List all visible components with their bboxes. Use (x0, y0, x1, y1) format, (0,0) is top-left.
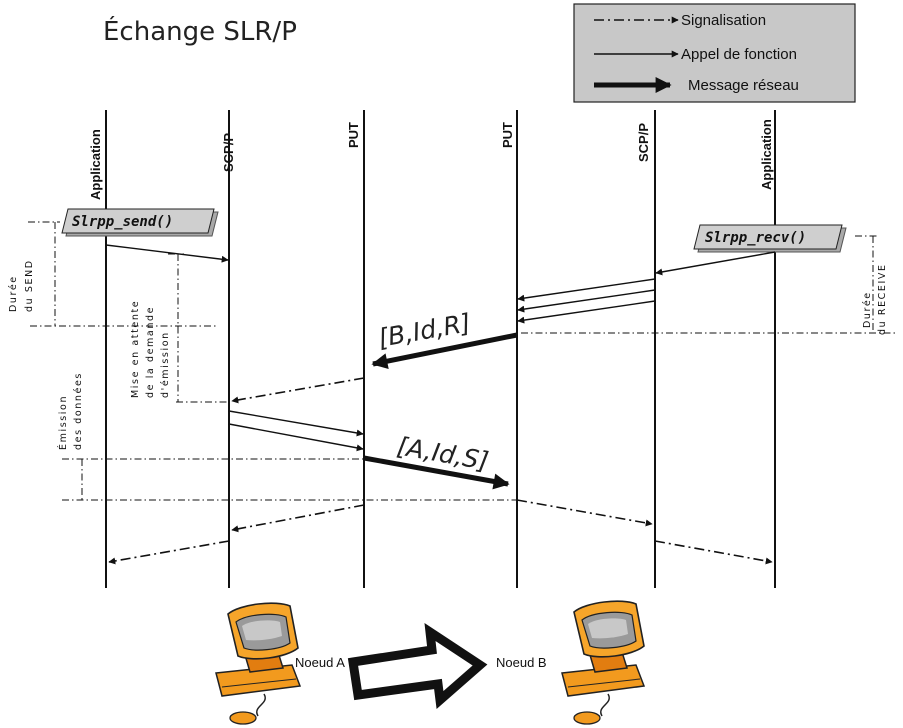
duration-bracket-recv (855, 235, 878, 333)
signal-put-to-scpp-a (231, 377, 365, 404)
computer-icon-node-b (561, 600, 646, 725)
duration-emit-line1: Émission (57, 395, 69, 450)
duration-bracket-wait (168, 253, 184, 402)
scpp-to-put-arrow-2 (228, 423, 364, 452)
duration-wait-line2: de la demande (145, 306, 156, 398)
node-b-label: Noeud B (496, 655, 547, 670)
send-call-arrow (105, 244, 229, 263)
put-call-arrow-1 (517, 278, 656, 302)
node-a-label: Noeud A (295, 655, 345, 670)
lane-label-put-a: PUT (346, 122, 361, 148)
duration-wait-line3: d'émission (160, 331, 171, 398)
send-function-label: Slrpp_send() (72, 214, 173, 230)
recv-function-tag: Slrpp_recv() (693, 224, 847, 253)
network-message-aids-arrow (363, 455, 510, 490)
lane-label-application-b: Application (759, 119, 774, 190)
legend-signal-label: Signalisation (681, 12, 766, 29)
send-function-tag: Slrpp_send() (61, 208, 219, 237)
duration-recv-line2: du RECEIVE (877, 263, 888, 335)
duration-emit-line2: des données (73, 372, 84, 450)
duration-recv-line1: Durée (862, 291, 873, 328)
duration-bracket-send (28, 221, 60, 326)
put-call-arrow-3 (517, 300, 656, 324)
legend-call-label: Appel de fonction (681, 46, 797, 63)
legend-network-label: Message réseau (688, 77, 799, 94)
duration-wait-line1: Mise en attente (130, 300, 141, 398)
signal-put-to-scpp-a-2 (231, 504, 365, 533)
signal-put-to-scpp-b (516, 499, 653, 527)
diagram-title: Échange SLR/P (103, 15, 297, 47)
lane-label-scpp-b: SCP/P (636, 123, 651, 162)
legend: Signalisation Appel de fonction Message … (573, 3, 856, 103)
lane-label-application-a: Application (88, 129, 103, 200)
network-message-bidr-arrow (371, 332, 518, 369)
computer-icon-node-a (215, 602, 302, 725)
network-message-aids-label: [A,Id,S] (395, 431, 491, 476)
signal-scpp-to-app-b (654, 540, 773, 565)
put-call-arrow-2 (517, 289, 656, 313)
network-transfer-arrow (347, 622, 488, 709)
lane-label-put-b: PUT (500, 122, 515, 148)
recv-call-arrow (655, 251, 776, 276)
signal-scpp-to-app-a (108, 540, 230, 565)
duration-send-line2: du SEND (24, 259, 35, 312)
duration-send-line1: Durée (8, 275, 19, 312)
recv-function-label: Slrpp_recv() (705, 230, 806, 246)
scpp-to-put-arrow-1 (228, 410, 364, 437)
